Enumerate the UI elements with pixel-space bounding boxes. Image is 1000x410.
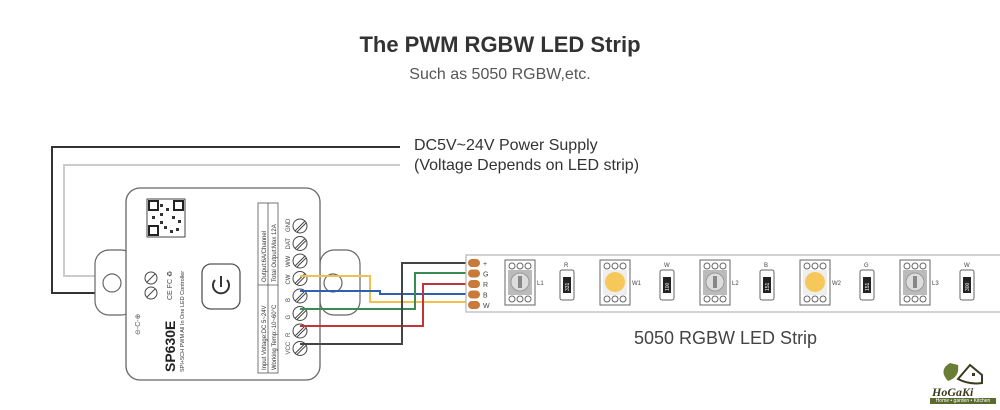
controller-description: SPI+5CH PWM All In One LED Controller xyxy=(180,271,186,372)
rgb-led-l1: L1 xyxy=(504,259,544,306)
spec-input-voltage: Input Voltage:DC 5~24V xyxy=(262,305,268,370)
terminal-label: DAT xyxy=(286,238,292,250)
spec-working-temp: Working Temp:-10~60°C xyxy=(272,304,278,370)
power-icon xyxy=(212,276,230,295)
resistor-code: 151 xyxy=(865,282,871,291)
component-label: W2 xyxy=(832,281,842,287)
output-terminals: GND DAT WW CW B G R VCC xyxy=(286,218,308,356)
resistor-r: R 331 xyxy=(559,263,575,301)
wire-b xyxy=(300,290,470,295)
resistor-code: 300 xyxy=(965,282,971,291)
svg-text:W: W xyxy=(483,303,490,310)
resistor-code: 100 xyxy=(665,282,671,291)
resistor-w: W 100 xyxy=(659,263,675,301)
svg-text:+: + xyxy=(483,261,487,268)
dc-polarity-symbol: ⊖-C-⊕ xyxy=(135,313,142,335)
terminal-label: R xyxy=(286,332,292,337)
terminal-label: CW xyxy=(286,274,292,284)
svg-text:G: G xyxy=(483,272,488,279)
input-terminal-vcc xyxy=(144,286,158,300)
resistor-code: 151 xyxy=(765,282,771,291)
output-terminal-b: B xyxy=(286,288,308,304)
spec-output-channel: Output:6A/Channel xyxy=(262,231,268,282)
pad-b: B xyxy=(468,290,488,300)
terminal-label: WW xyxy=(286,255,292,267)
pad-w: W xyxy=(468,301,490,310)
component-label: L1 xyxy=(537,281,544,287)
power-supply-label: DC5V~24V Power Supply xyxy=(414,137,598,154)
resistor-w: W 300 xyxy=(959,263,975,301)
page-subtitle: Such as 5050 RGBW,etc. xyxy=(409,66,591,83)
component-label: W xyxy=(964,263,970,269)
component-label: B xyxy=(764,263,768,269)
power-supply-note: (Voltage Depends on LED strip) xyxy=(414,157,640,174)
pad-r: R xyxy=(468,280,488,289)
input-terminal-gnd xyxy=(144,271,158,285)
terminal-label: VCC xyxy=(286,341,292,354)
component-label: W xyxy=(664,263,670,269)
wire-g xyxy=(300,272,470,310)
rgb-led-l2: L2 xyxy=(699,259,739,306)
spec-table: Input Voltage:DC 5~24V Working Temp:-10~… xyxy=(257,202,279,374)
output-terminal-r: R xyxy=(286,323,308,339)
certification-marks: CE FC ♻ xyxy=(167,271,174,300)
spec-total-output: Total Output:Max 12A xyxy=(272,224,278,282)
component-label: L3 xyxy=(932,281,939,287)
white-led-w2: W2 xyxy=(799,259,842,306)
pad-plus: + xyxy=(468,259,487,268)
strip-label: 5050 RGBW LED Strip xyxy=(634,328,818,348)
wire-vcc xyxy=(300,262,470,345)
power-negative-wire xyxy=(63,164,400,277)
resistor-b: B 151 xyxy=(759,263,775,301)
output-terminal-dat: DAT xyxy=(286,236,308,251)
terminal-label: GND xyxy=(286,218,292,232)
logo-name: HoGaKi xyxy=(932,385,974,399)
power-positive-wire xyxy=(51,146,400,294)
terminal-label: B xyxy=(286,298,292,302)
controller-model: SP630E xyxy=(162,321,178,372)
component-label: R xyxy=(564,263,569,269)
qr-code xyxy=(146,198,186,238)
resistor-g: G 151 xyxy=(859,263,875,301)
component-label: W1 xyxy=(632,281,642,287)
svg-text:R: R xyxy=(483,282,488,289)
wire-w xyxy=(300,275,470,303)
rgb-led-l3: L3 xyxy=(899,259,939,306)
output-terminal-gnd: GND xyxy=(286,218,308,234)
terminal-label: G xyxy=(286,315,292,320)
logo-tagline: Home • garden • Kitchen xyxy=(930,398,996,404)
output-terminal-ww: WW xyxy=(286,253,308,269)
strip-components: L1 R 331 W1 W 100 L2 B 151 W2 G 151 L3 W 300 xyxy=(504,259,975,306)
svg-text:B: B xyxy=(483,293,488,300)
component-label: L2 xyxy=(732,281,739,287)
hogaki-logo xyxy=(943,363,983,385)
mount-hole-left xyxy=(102,273,122,293)
white-led-w1: W1 xyxy=(599,259,642,306)
resistor-code: 331 xyxy=(565,282,571,291)
wire-r xyxy=(300,283,470,327)
component-label: G xyxy=(864,263,869,269)
pad-g: G xyxy=(468,269,488,279)
page-title: The PWM RGBW LED Strip xyxy=(359,32,641,57)
